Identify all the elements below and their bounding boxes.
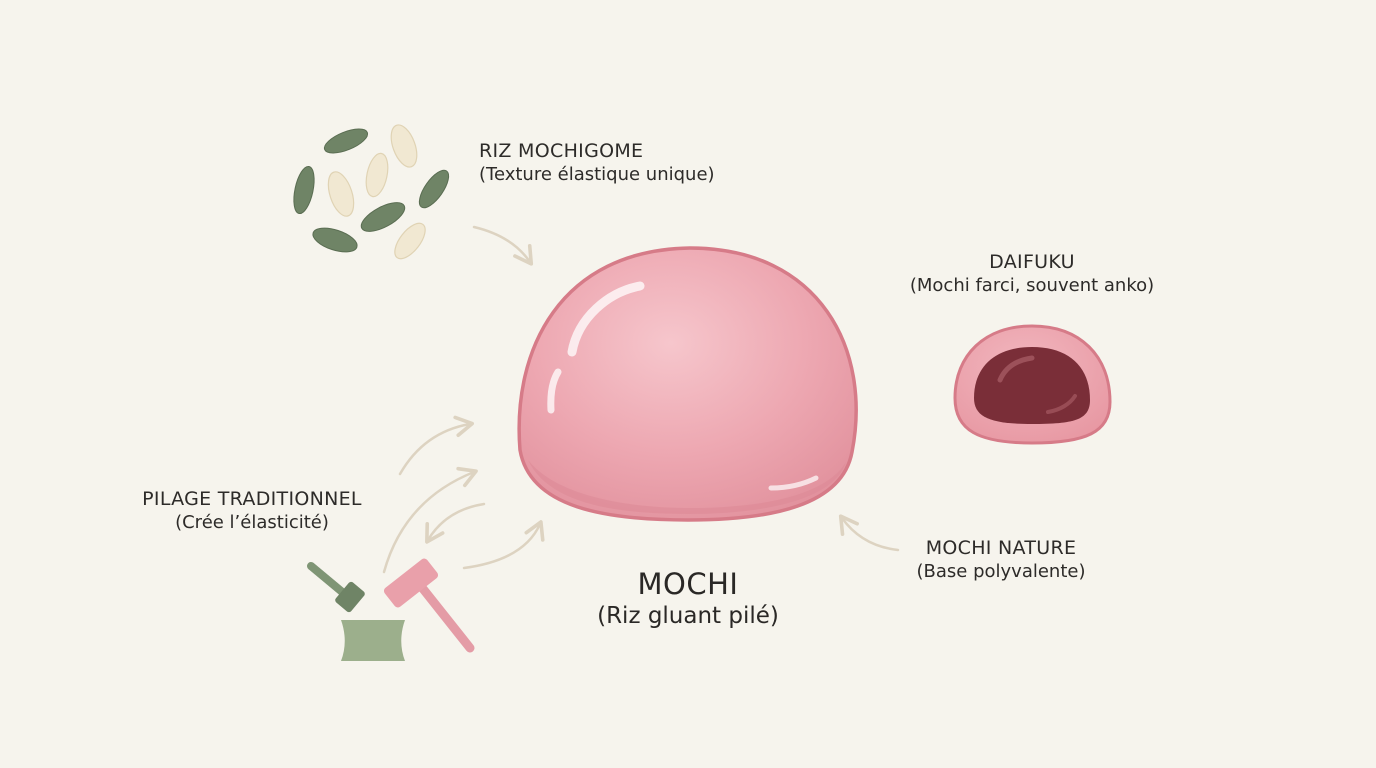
rice-grains-icon (293, 124, 450, 260)
daifuku-subtitle: (Mochi farci, souvent anko) (909, 274, 1155, 296)
plain-subtitle: (Base polyvalente) (916, 560, 1086, 582)
pounding-label: PILAGE TRADITIONNEL (Crée l’élasticité) (116, 488, 388, 534)
pounding-arrows (382, 415, 545, 574)
center-title: MOCHI (637, 567, 739, 601)
arrow-rice-to-mochi (472, 225, 534, 266)
mochi-icon (517, 246, 858, 522)
pounding-title: PILAGE TRADITIONNEL (142, 488, 362, 510)
mortar-mallet-icon (307, 558, 475, 661)
rice-title: RIZ MOCHIGOME (479, 140, 644, 162)
center-subtitle: (Riz gluant pilé) (597, 603, 779, 630)
pounding-subtitle: (Crée l’élasticité) (175, 511, 329, 533)
daifuku-label: DAIFUKU (Mochi farci, souvent anko) (892, 251, 1172, 297)
plain-title: MOCHI NATURE (925, 537, 1077, 559)
plain-label: MOCHI NATURE (Base polyvalente) (896, 537, 1106, 583)
daifuku-title: DAIFUKU (989, 251, 1075, 273)
daifuku-icon (953, 324, 1112, 445)
arrow-plain-to-mochi (838, 514, 900, 552)
rice-label: RIZ MOCHIGOME (Texture élastique unique) (479, 140, 715, 186)
center-label: MOCHI (Riz gluant pilé) (568, 566, 808, 631)
rice-subtitle: (Texture élastique unique) (479, 163, 715, 185)
